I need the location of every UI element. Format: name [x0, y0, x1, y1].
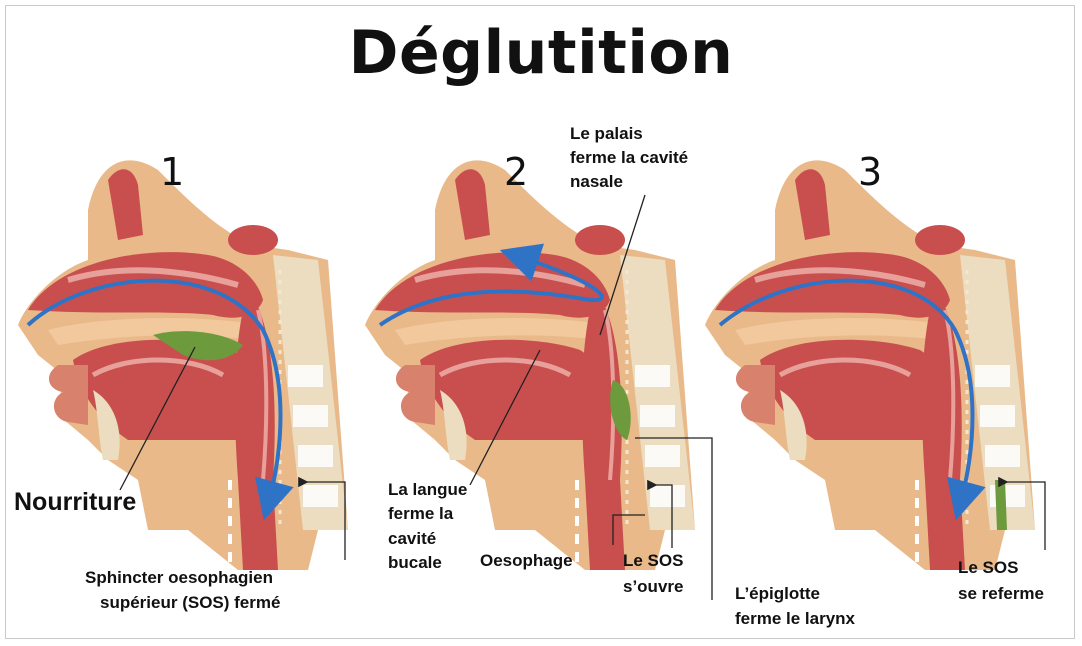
- stage-3-head: [705, 160, 1035, 570]
- step-number-1: 1: [160, 150, 184, 194]
- label-tongue-line4: bucale: [388, 552, 442, 573]
- page-title: Déglutition: [0, 18, 1082, 88]
- label-sos-closed-line1: Sphincter oesophagien: [85, 567, 273, 588]
- label-tongue-line1: La langue: [388, 479, 467, 500]
- label-sos-opens-line2: s’ouvre: [623, 576, 683, 597]
- step-number-2: 2: [504, 150, 528, 194]
- label-sos-opens-line1: Le SOS: [623, 550, 683, 571]
- label-palate-line1: Le palais: [570, 123, 643, 144]
- label-epiglottis-line2: ferme le larynx: [735, 608, 855, 629]
- label-tongue-line3: cavité: [388, 528, 436, 549]
- label-sos-recloses-line2: se referme: [958, 583, 1044, 604]
- label-sos-recloses-line1: Le SOS: [958, 557, 1018, 578]
- label-tongue-line2: ferme la: [388, 503, 453, 524]
- label-palate-line3: nasale: [570, 171, 623, 192]
- label-food: Nourriture: [14, 488, 136, 516]
- bolus-3: [995, 480, 1007, 530]
- label-oesophagus: Oesophage: [480, 550, 573, 571]
- label-palate-line2: ferme la cavité: [570, 147, 688, 168]
- label-epiglottis-line1: L’épiglotte: [735, 583, 820, 604]
- label-sos-closed-line2: supérieur (SOS) fermé: [100, 592, 280, 613]
- step-number-3: 3: [858, 150, 882, 194]
